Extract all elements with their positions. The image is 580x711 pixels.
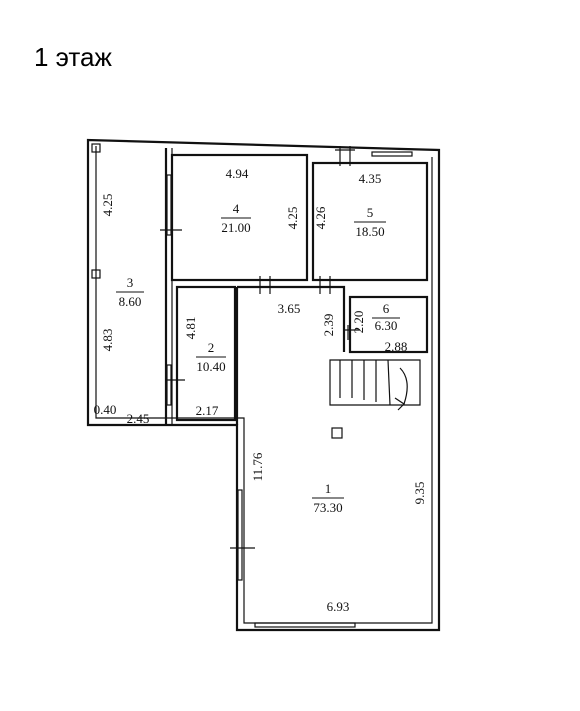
dimension-label: 4.81 <box>183 317 198 340</box>
room-area-1: 73.30 <box>313 500 342 515</box>
room-5-outline <box>311 161 429 282</box>
dimension-label: 3.65 <box>278 301 301 316</box>
room-number-1: 1 <box>325 481 332 496</box>
dimension-label: 2.17 <box>196 403 219 418</box>
stair-icon <box>329 359 421 411</box>
dimension-label: 11.76 <box>250 452 265 481</box>
dimension-label: 4.35 <box>359 171 382 186</box>
room-area-2: 10.40 <box>196 359 225 374</box>
outer-wall-inner <box>95 146 433 624</box>
floor-title: 1 этаж <box>34 42 112 72</box>
dimension-label: 4.25 <box>285 207 300 230</box>
outer-wall <box>86 138 441 632</box>
room-6-outline <box>348 295 429 354</box>
dimension-label: 0.40 <box>94 402 117 417</box>
dimension-label: 4.25 <box>100 194 115 217</box>
room-number-2: 2 <box>208 340 215 355</box>
dimension-label: 4.83 <box>100 329 115 352</box>
dimension-label: 2.88 <box>385 339 408 354</box>
room-number-3: 3 <box>127 275 134 290</box>
room-number-6: 6 <box>383 301 390 316</box>
room-area-3: 8.60 <box>119 294 142 309</box>
column-mid <box>91 269 101 279</box>
dimension-label: 2.45 <box>127 411 150 426</box>
room-number-4: 4 <box>233 201 240 216</box>
window-icon <box>166 151 413 628</box>
room-area-6: 6.30 <box>375 318 398 333</box>
column-top <box>91 143 101 153</box>
room-4-outline <box>170 153 309 282</box>
dimension-label: 4.26 <box>313 206 328 229</box>
door-tick-icon <box>160 146 360 549</box>
dimension-label: 6.93 <box>327 599 350 614</box>
room-area-4: 21.00 <box>221 220 250 235</box>
dimension-label: 2.20 <box>351 311 366 334</box>
dimension-label: 9.35 <box>412 482 427 505</box>
wall-room1-top <box>237 285 346 352</box>
column-room1 <box>331 427 343 439</box>
room-2-outline <box>175 285 237 422</box>
dimension-label: 4.94 <box>226 166 249 181</box>
room-number-5: 5 <box>367 205 374 220</box>
room-area-5: 18.50 <box>355 224 384 239</box>
dimension-label: 2.39 <box>321 314 336 337</box>
